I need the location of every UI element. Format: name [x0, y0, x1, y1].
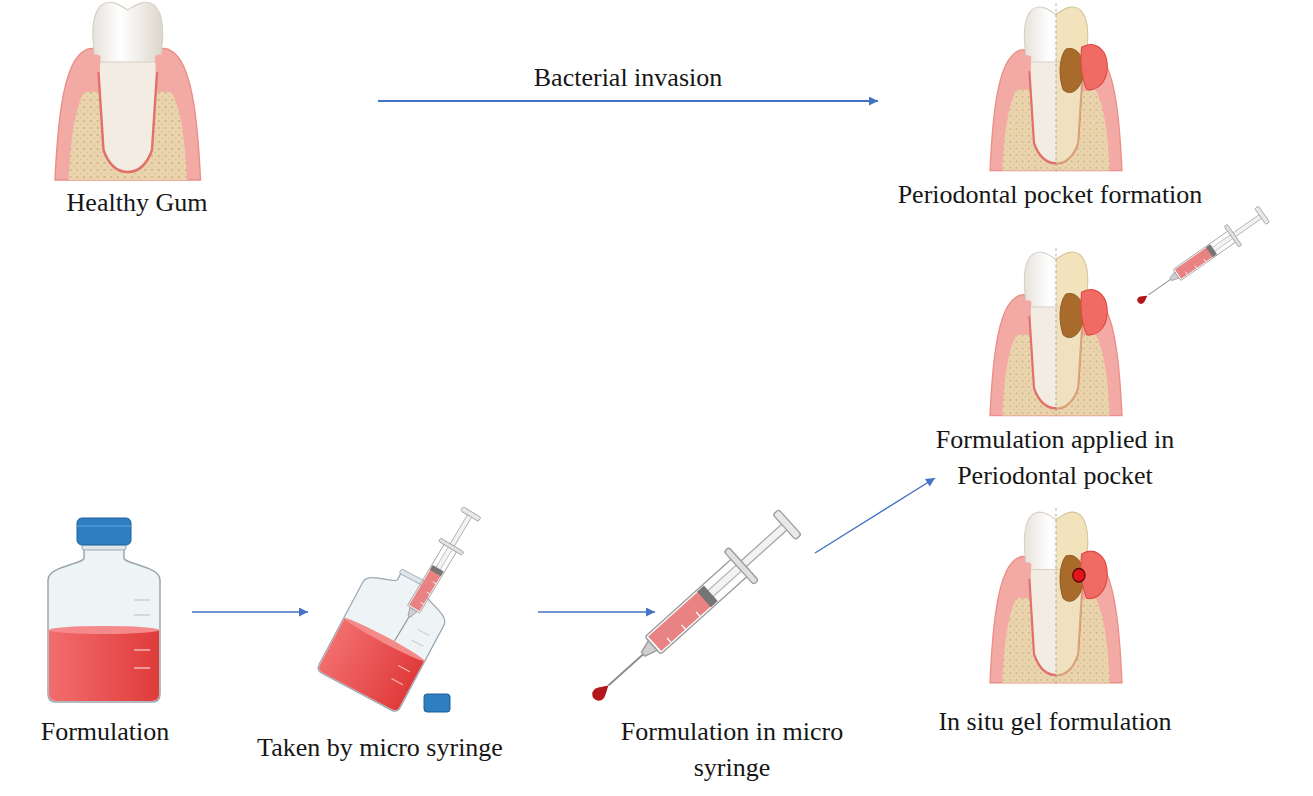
bottle-body	[48, 544, 160, 702]
node-caption: In situ gel formulation	[895, 704, 1215, 740]
edge-label: Bacterial invasion	[468, 60, 788, 96]
removed-cap	[424, 694, 450, 712]
node-caption: Taken by micro syringe	[220, 730, 540, 766]
micro-syringe	[579, 506, 805, 715]
diseased-tooth	[990, 3, 1122, 172]
micro-syringe-body	[1141, 204, 1271, 306]
flow-arrow	[815, 478, 935, 553]
gel-tooth	[990, 508, 1122, 685]
node-caption: Periodontal pocket formation	[840, 177, 1260, 213]
formulation-drop	[1136, 293, 1150, 306]
flow-arrow	[538, 611, 655, 612]
flow-arrow	[192, 611, 308, 612]
flow-arrow	[378, 100, 878, 102]
illustration-node: Taken by micro syringe	[308, 505, 538, 765]
formulation-drop	[590, 681, 613, 704]
micro-syringe	[1131, 204, 1272, 313]
illustration-node: Formulation	[20, 505, 192, 750]
node-caption: Formulation	[0, 714, 215, 750]
healthy-tooth	[55, 2, 201, 180]
formulation-bottle	[48, 518, 160, 702]
illustration-node: Formulation applied in Periodontal pocke…	[935, 245, 1220, 490]
illustration-node: In situ gel formulation	[935, 505, 1220, 740]
micro-syringe-body	[383, 505, 484, 648]
micro-syringe-body	[594, 506, 805, 702]
micro-syringe	[383, 505, 484, 648]
node-caption: Formulation applied in Periodontal pocke…	[905, 422, 1205, 494]
diseased-tooth	[990, 508, 1122, 685]
node-caption: Healthy Gum	[7, 185, 267, 221]
illustration-node: Formulation in micro syringe	[655, 505, 815, 785]
bottle-cap	[77, 518, 131, 545]
node-caption: Formulation in micro syringe	[595, 714, 870, 786]
diseased-tooth	[990, 248, 1122, 417]
illustration-node: Periodontal pocket formation	[878, 0, 1238, 215]
in-situ-gel	[1073, 569, 1085, 582]
illustration-node: Healthy Gum	[0, 0, 378, 215]
